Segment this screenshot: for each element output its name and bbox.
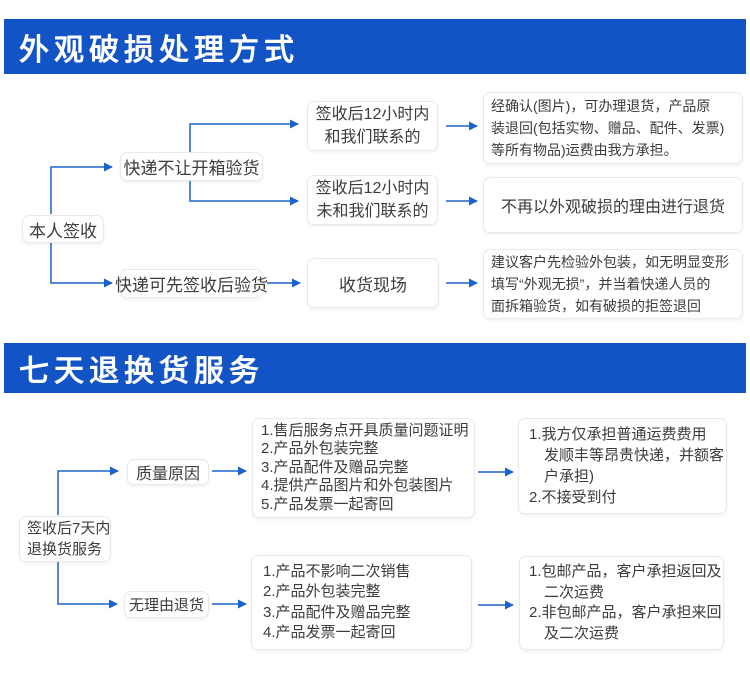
arrow-no-open-to-contact [189, 119, 299, 152]
outcome-site-line2: 填写“外观无损”，并当着快递人员的 [491, 276, 711, 292]
no-reason-outcome-list: 1.包邮产品，客户承担返回及 二次运费 2.非包邮产品，客户承担来回 及二次运费 [519, 556, 724, 650]
no-reason-condition-2: 2.产品外包装完整 [263, 583, 381, 600]
outcome-site-line1: 建议客户先检验外包装，如无明显变形 [491, 254, 729, 270]
outcome-no-contact-label: 不再以外观破损的理由进行退货 [500, 199, 725, 216]
arrow-root-to-sign-inspect [50, 243, 113, 288]
node-receive-site-label: 收货现场 [339, 275, 407, 295]
node-quality-reason-label: 质量原因 [135, 466, 200, 483]
node-no-contact-line2: 未和我们联系的 [316, 203, 429, 220]
arrow-root-to-no-open [50, 162, 113, 214]
outcome-contact-line3: 等所有物品)运费由我方承担。 [491, 142, 678, 158]
node-courier-no-open-inspect: 快递不让开箱验货 [120, 152, 263, 181]
outcome-site-advice: 建议客户先检验外包装，如无明显变形 填写“外观无损”，并当着快递人员的 面拆箱验… [483, 249, 743, 319]
node-return-root: 签收后7天内 退换货服务 [19, 516, 111, 562]
node-no-contact-within-12h: 签收后12小时内 未和我们联系的 [307, 175, 438, 225]
node-contact-within-12h: 签收后12小时内 和我们联系的 [307, 101, 438, 151]
node-contact-line2: 和我们联系的 [324, 129, 421, 146]
quality-condition-3: 3.产品配件及赠品完整 [261, 458, 409, 476]
no-reason-outcome-2: 二次运费 [529, 583, 605, 601]
quality-outcome-3: 户承担) [529, 468, 594, 485]
section-header-damage: 外观破损处理方式 [4, 19, 746, 74]
quality-conditions-list: 1.售后服务点开具质量问题证明 2.产品外包装完整 3.产品配件及赠品完整 4.… [252, 418, 475, 518]
node-no-reason-return: 无理由退货 [124, 591, 209, 618]
quality-condition-5: 5.产品发票一起寄回 [261, 495, 394, 513]
no-reason-condition-4: 4.产品发票一起寄回 [263, 624, 396, 641]
outcome-contact-line2: 装退回(包括实物、赠品、配件、发票) [491, 120, 725, 136]
node-no-reason-return-label: 无理由退货 [128, 597, 204, 614]
quality-condition-1: 1.售后服务点开具质量问题证明 [261, 421, 469, 439]
outcome-site-line3: 面拆箱验货，如有破损的拒签退回 [491, 298, 701, 314]
node-courier-sign-then-inspect: 快递可先签收后验货 [115, 269, 268, 298]
no-reason-condition-1: 1.产品不影响二次销售 [263, 562, 411, 580]
node-courier-no-open-inspect-label: 快递不让开箱验货 [123, 159, 260, 178]
outcome-contact-line1: 经确认(图片)，可办理退货，产品原 [491, 98, 711, 114]
arrow-root2-to-no-reason [57, 562, 118, 609]
quality-condition-2: 2.产品外包装完整 [261, 440, 379, 458]
quality-condition-4: 4.提供产品图片和外包装图片 [261, 477, 454, 495]
node-no-contact-line1: 签收后12小时内 [315, 180, 430, 197]
node-self-sign: 本人签收 [22, 215, 104, 243]
node-courier-sign-then-inspect-label: 快递可先签收后验货 [115, 276, 268, 295]
quality-outcome-4: 2.不接受到付 [529, 489, 617, 506]
node-contact-line1: 签收后12小时内 [315, 106, 430, 123]
section-title-damage: 外观破损处理方式 [19, 33, 299, 67]
node-self-sign-label: 本人签收 [29, 221, 97, 241]
outcome-contact-refund: 经确认(图片)，可办理退货，产品原 装退回(包括实物、赠品、配件、发票) 等所有… [483, 92, 743, 164]
no-reason-outcome-4: 及二次运费 [529, 624, 620, 642]
quality-outcome-list: 1.我方仅承担普通运费费用 发顺丰等昂贵快递，并额客 户承担) 2.不接受到付 [518, 418, 727, 514]
section-header-return: 七天退换货服务 [4, 343, 746, 393]
arrow-no-open-to-no-contact [189, 181, 299, 206]
no-reason-outcome-1: 1.包邮产品，客户承担返回及 [529, 563, 722, 580]
quality-outcome-1: 1.我方仅承担普通运费费用 [529, 426, 707, 443]
node-receive-site: 收货现场 [307, 258, 439, 308]
quality-outcome-2: 发顺丰等昂贵快递，并额客 [529, 447, 725, 464]
node-quality-reason: 质量原因 [127, 459, 209, 485]
outcome-no-contact-no-return: 不再以外观破损的理由进行退货 [483, 177, 743, 233]
no-reason-outcome-3: 2.非包邮产品，客户承担来回 [529, 604, 722, 621]
arrow-root2-to-quality [57, 466, 119, 515]
no-reason-conditions-list: 1.产品不影响二次销售 2.产品外包装完整 3.产品配件及赠品完整 4.产品发票… [251, 555, 472, 650]
node-return-root-line2: 退换货服务 [27, 541, 103, 558]
no-reason-condition-3: 3.产品配件及赠品完整 [263, 603, 411, 621]
section-title-return: 七天退换货服务 [19, 355, 264, 388]
node-return-root-line1: 签收后7天内 [27, 520, 111, 537]
